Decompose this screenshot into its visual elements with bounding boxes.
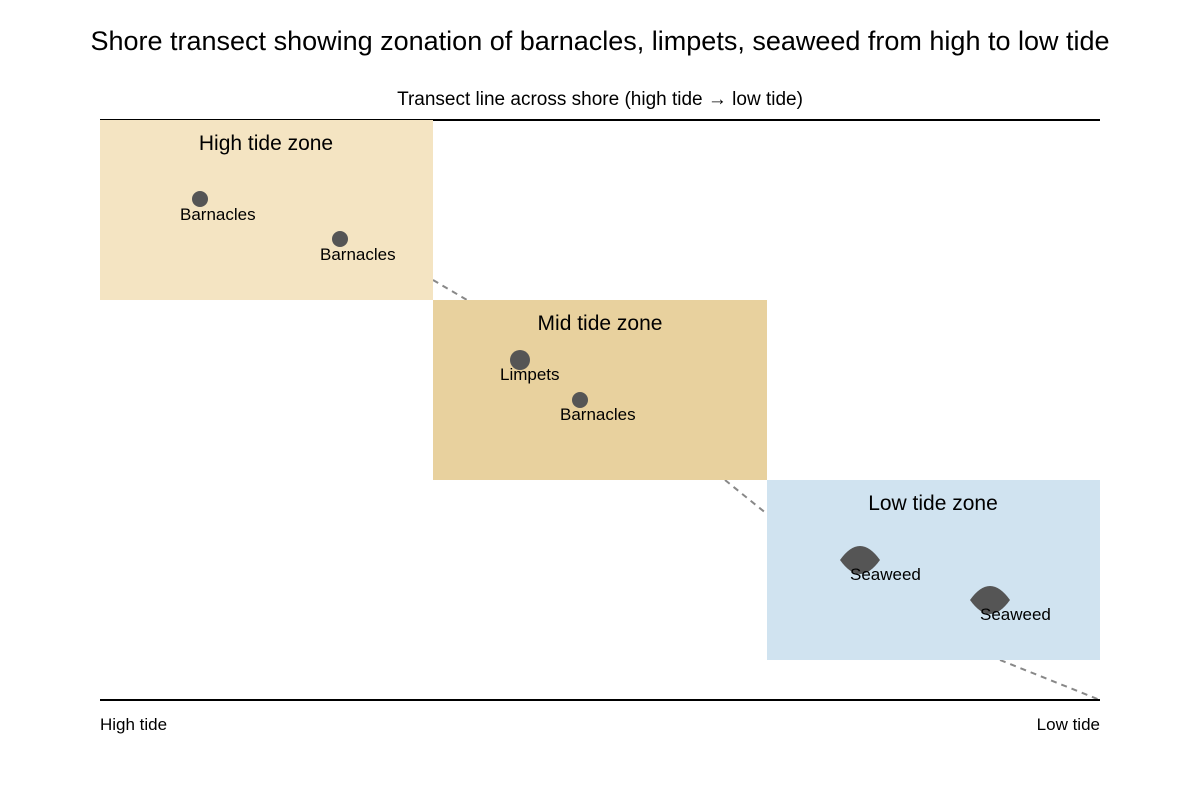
shore-profile-line [724,479,768,515]
organism-label-limpets: Limpets [500,365,560,384]
organism-label-barnacles: Barnacles [320,245,396,264]
axis-end-label: Low tide [1037,715,1100,734]
low-tide-zone: Low tide zone Seaweed Seaweed [767,480,1100,660]
organism-label-barnacles: Barnacles [180,205,256,224]
diagram-title: Shore transect showing zonation of barna… [90,26,1109,56]
mid-tide-zone: Mid tide zone Limpets Barnacles [433,300,767,480]
shore-profile-line [432,279,468,301]
shore-profile-line [999,659,1101,701]
low-tide-zone-label: Low tide zone [868,492,998,515]
organism-label-seaweed: Seaweed [980,605,1051,624]
seaweed-icon [970,586,1010,614]
axis-start-label: High tide [100,715,167,734]
high-tide-zone: High tide zone Barnacles Barnacles [100,120,433,300]
barnacle-icon [332,231,348,247]
barnacle-icon [572,392,588,408]
transect-subtitle: Transect line across shore (high tide → … [397,89,803,110]
high-tide-zone-label: High tide zone [199,132,333,155]
limpet-icon [510,350,530,370]
mid-tide-zone-label: Mid tide zone [538,312,663,335]
organism-label-seaweed: Seaweed [850,565,921,584]
barnacle-icon [192,191,208,207]
high-tide-zone-band [100,120,433,300]
organism-label-barnacles: Barnacles [560,405,636,424]
low-tide-zone-band [767,480,1100,660]
seaweed-icon [840,546,880,574]
mid-tide-zone-band [433,300,767,480]
